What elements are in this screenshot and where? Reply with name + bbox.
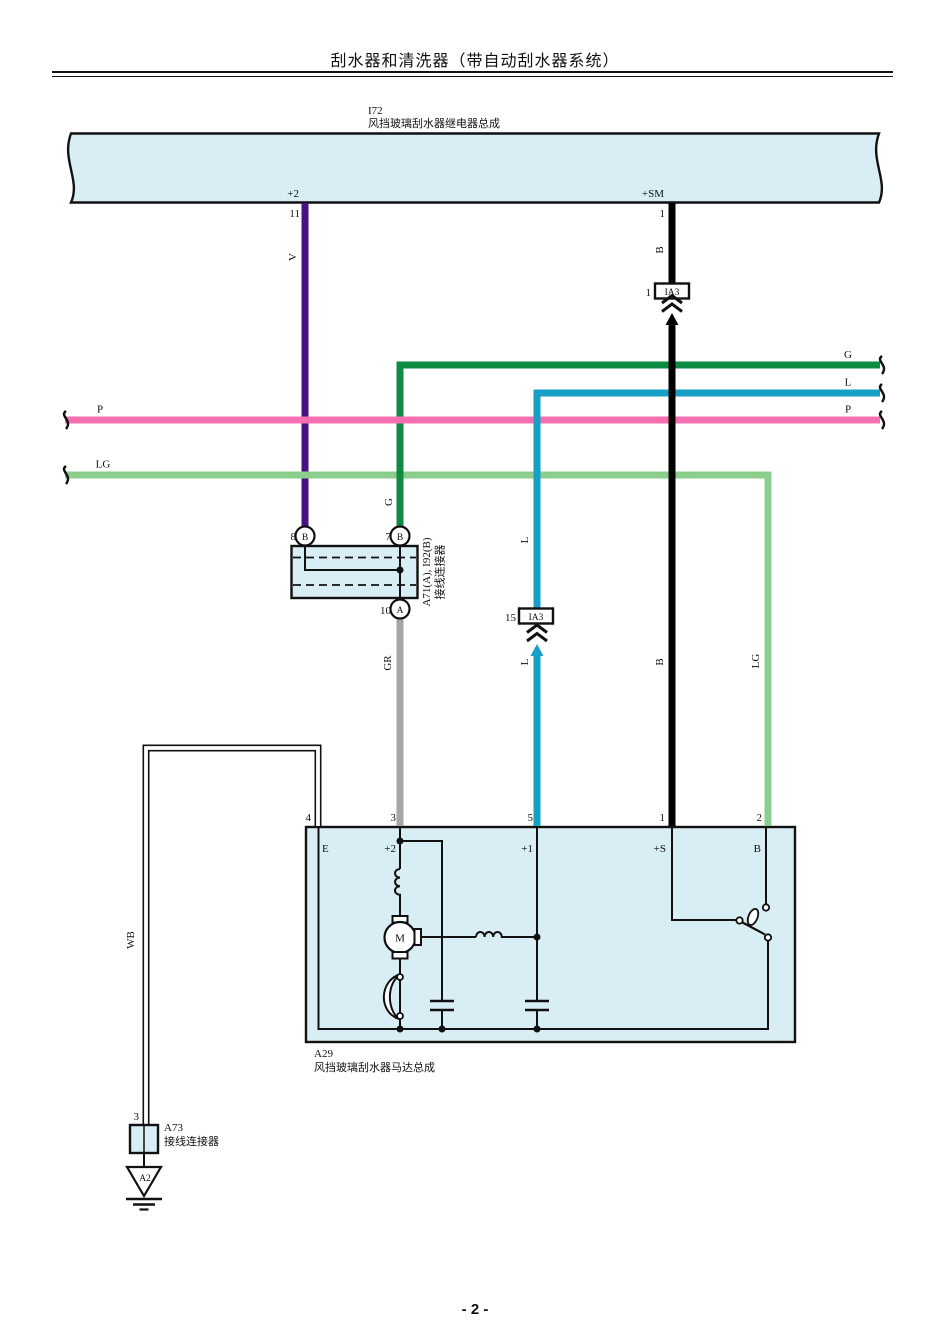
squiggle-l-right [878, 383, 886, 403]
wire-wb-outline [142, 744, 322, 1126]
junction-connector-box [290, 544, 419, 600]
wire-l-blue-upper [533, 389, 880, 608]
wire-lg-lightgreen [65, 471, 772, 826]
wire-label-l-lower: L [519, 658, 531, 665]
wire-label-gr: GR [382, 655, 394, 671]
a73-pin-number: 3 [134, 1111, 140, 1123]
motor-terminal-plus2: +2 [384, 843, 396, 855]
motor-pin-3: 3 [391, 812, 397, 824]
motor-pin-1: 1 [660, 812, 666, 824]
connector-ia3-mid-pin: 15 [505, 612, 517, 624]
wiper-motor-box [304, 825, 797, 1044]
wire-label-g-horizontal: G [844, 349, 852, 361]
wire-label-l-upper: L [519, 536, 531, 543]
squiggle-g-right [878, 355, 886, 375]
squiggle-p-right [878, 410, 886, 430]
motor-ground-bus [317, 828, 769, 1030]
wire-l-arrow-tip [530, 644, 544, 656]
connector-ia3-mid-chevron-1 [526, 623, 548, 634]
relay-code: I72 [368, 105, 383, 117]
relay-pin-11: 11 [289, 208, 300, 220]
junction-pin8-number: 8 [291, 531, 297, 543]
junction-pin7-circle [389, 525, 411, 547]
wire-label-p-left: P [97, 404, 103, 416]
motor-code: A29 [314, 1048, 333, 1060]
junction-pin10-letter: A [397, 606, 404, 616]
park-cam-contact-top [396, 973, 404, 981]
park-cam-contact-bottom [396, 1012, 404, 1020]
connector-ia3-mid-code: IA3 [529, 613, 544, 623]
wire-g-green [396, 361, 880, 538]
relay-band [66, 132, 884, 204]
connector-ia3-top-chevron-1 [661, 293, 683, 305]
motor-terminal-s: +S [654, 843, 666, 855]
choke-coil [475, 931, 537, 938]
motor-brush-bottom [391, 951, 409, 960]
title-rule [52, 71, 893, 77]
motor-s-line [671, 828, 736, 921]
motor-pin-4: 4 [306, 812, 312, 824]
park-switch-cam-follower [746, 908, 760, 926]
motor-series-coil [394, 868, 401, 916]
motor-name: 风挡玻璃刮水器马达总成 [314, 1060, 435, 1074]
motor-pin-5: 5 [528, 812, 534, 824]
relay-pin-1: 1 [660, 208, 666, 220]
motor-capacitor1-branch [400, 840, 443, 1001]
motor-pin-2: 2 [757, 812, 763, 824]
squiggle-lg-left [62, 465, 70, 485]
wire-label-p-right: P [845, 404, 851, 416]
wire-label-v: V [287, 253, 299, 261]
motor-symbol-letter: M [395, 933, 405, 945]
wire-wb-core [144, 746, 320, 1126]
park-switch-blade [741, 921, 766, 936]
a73-name: 接线连接器 [164, 1134, 219, 1148]
connector-ia3-mid-box [517, 607, 555, 625]
page-title: 刮水器和清洗器（带自动刮水器系统） [330, 53, 620, 70]
junction-pin10-number: 10 [380, 605, 392, 617]
junction-pin8-circle [294, 525, 316, 547]
wire-label-wb: WB [125, 931, 137, 949]
junction-name-label: 接线连接器 [433, 545, 447, 600]
motor-terminal-b: B [754, 843, 761, 855]
relay-terminal-sm: +SM [642, 188, 664, 200]
junction-pin8-letter: B [302, 533, 308, 543]
junction-pin10-circle [389, 598, 411, 620]
wire-label-b-upper: B [654, 246, 666, 253]
wire-label-b-lower: B [654, 658, 666, 665]
park-switch-contact-b [761, 903, 771, 912]
connector-ia3-top-pin: 1 [646, 287, 652, 299]
junction-internal-link [304, 546, 400, 571]
connector-ia3-top-code: IA3 [665, 288, 680, 298]
capacitor1-bus-dot [438, 1025, 446, 1033]
park-switch-contact-e [763, 933, 773, 942]
wire-b-arrow-tip [665, 313, 679, 325]
motor-brush-right [413, 928, 422, 946]
relay-name: 风挡玻璃刮水器继电器总成 [368, 116, 500, 130]
a73-code: A73 [164, 1122, 183, 1134]
motor-terminal-plus1: +1 [521, 843, 533, 855]
wire-label-lg-left: LG [96, 459, 111, 471]
connector-ia3-mid-chevron-2 [526, 631, 548, 643]
ground-point-code: A2 [139, 1174, 151, 1184]
page-number: - 2 - [461, 1301, 489, 1318]
junction-pin7-number: 7 [386, 531, 392, 543]
junction-pin7-letter: B [397, 533, 403, 543]
wire-label-lg-vertical: LG [750, 654, 762, 669]
wire-label-l-horizontal: L [845, 377, 852, 389]
motor-bottom-bus-dot [396, 1025, 404, 1033]
park-switch-pivot-contact [735, 916, 744, 925]
capacitor2-bus-dot [533, 1025, 541, 1033]
junction-code-label: A71(A), I92(B) [421, 537, 433, 606]
junction-node-dot [396, 566, 404, 574]
wire-label-g-vertical: G [383, 498, 395, 506]
connector-ia3-top-chevron-2 [661, 302, 683, 313]
motor-terminal-e: E [322, 843, 329, 855]
squiggle-p-left [62, 410, 70, 430]
relay-terminal-plus2: +2 [287, 188, 299, 200]
connector-ia3-top-box [653, 282, 691, 300]
ground-triangle [125, 1165, 163, 1199]
